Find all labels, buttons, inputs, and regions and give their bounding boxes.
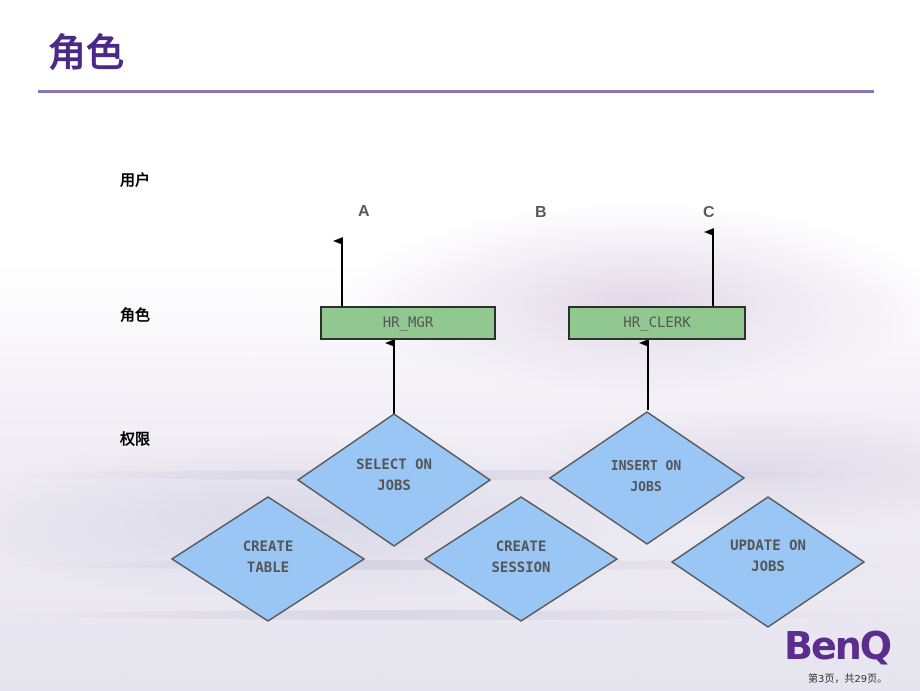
privilege-create-session-label: CREATE SESSION <box>451 537 591 579</box>
user-b: B <box>535 204 547 221</box>
title-divider <box>38 90 874 93</box>
privilege-diamond-select-jobs <box>296 413 492 547</box>
privilege-diamond-create-session <box>423 496 619 622</box>
brand-logo: BenQ <box>784 624 892 668</box>
role-hr-clerk: HR_CLERK <box>568 306 746 340</box>
privilege-text-line: JOBS <box>751 559 785 575</box>
page-title: 角色 <box>48 31 125 75</box>
privilege-text-line: INSERT ON <box>610 459 682 474</box>
role-hr-mgr: HR_MGR <box>320 306 496 340</box>
privilege-diamond-create-table <box>170 496 366 622</box>
privilege-text-line: JOBS <box>630 480 662 495</box>
user-c: C <box>703 204 715 221</box>
privilege-text-line: CREATE <box>242 539 294 555</box>
privilege-text-line: TABLE <box>246 560 290 576</box>
privilege-text-line: CREATE <box>495 539 547 555</box>
privilege-diamond-insert-jobs <box>548 411 746 545</box>
row-label-users: 用户 <box>120 171 151 189</box>
privilege-text-line: UPDATE ON <box>730 538 806 554</box>
user-a: A <box>358 203 370 220</box>
background-wave <box>0 610 920 620</box>
privilege-text-line: SELECT ON <box>356 457 432 473</box>
row-label-roles: 角色 <box>120 306 151 324</box>
privilege-text-line: SESSION <box>491 560 551 576</box>
row-label-privileges: 权限 <box>120 430 151 448</box>
page-number: 第3页，共29页。 <box>808 674 888 685</box>
privilege-update-jobs-label: UPDATE ON JOBS <box>698 536 838 578</box>
privilege-select-jobs-label: SELECT ON JOBS <box>324 455 464 497</box>
privilege-insert-jobs-label: INSERT ON JOBS <box>576 456 716 498</box>
privilege-diamond-update-jobs <box>670 496 866 628</box>
privilege-text-line: JOBS <box>377 478 411 494</box>
privilege-create-table-label: CREATE TABLE <box>198 537 338 579</box>
